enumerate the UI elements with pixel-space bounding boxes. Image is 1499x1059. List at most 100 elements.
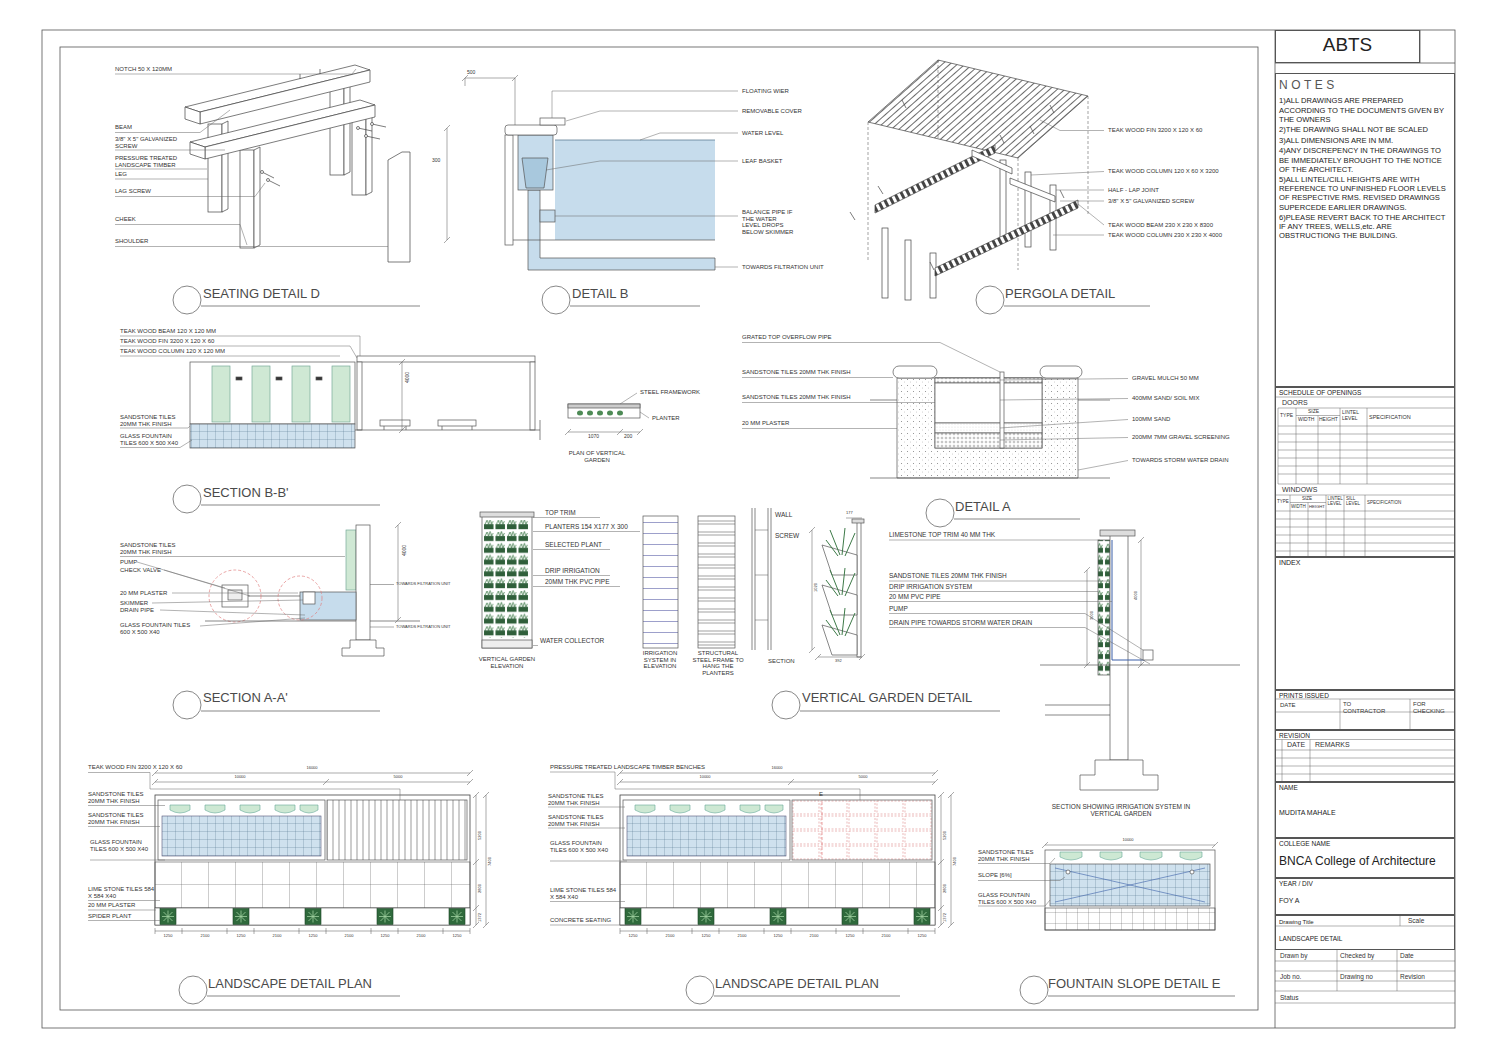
title-block-grid	[1275, 699, 1455, 730]
fountain-slope-detail	[1042, 842, 1218, 848]
dimension-text: 300	[432, 158, 440, 164]
section-bb	[380, 420, 410, 426]
dimension-text: 5200	[943, 831, 947, 840]
vertical-garden-detail	[1143, 650, 1153, 660]
section-bb	[236, 377, 242, 380]
planter-detail	[742, 402, 935, 403]
cell-text: LANDSCAPE DETAIL	[1279, 935, 1342, 942]
vertical-garden-detail	[889, 591, 1098, 592]
callout-label: SELECTED PLANT	[545, 541, 602, 548]
callout-label: HALF - LAP JOINT	[1108, 187, 1159, 194]
vertical-garden-detail	[533, 531, 640, 532]
fountain-slope-detail	[978, 842, 1218, 930]
dimension-text: 1250	[629, 934, 638, 938]
section-aa	[356, 525, 370, 640]
table-cell: Scale	[1408, 917, 1424, 924]
vertical-garden-detail	[822, 545, 857, 655]
callout-label: TEAK WOOD FIN 3200 X 120 X 60	[88, 764, 182, 771]
section-bb	[120, 336, 360, 448]
section-aa	[152, 600, 303, 603]
section-bb	[212, 366, 230, 422]
vertical-garden-detail	[533, 586, 620, 587]
view-title-markers	[686, 976, 714, 1004]
vertical-garden-detail	[889, 614, 1143, 651]
dimension-text: 2100	[882, 934, 891, 938]
table-cell: Date	[1400, 952, 1414, 959]
pergola-detail	[882, 228, 888, 298]
cell-heading: ABTS	[1276, 35, 1419, 56]
table-cell: HEIGHT	[1319, 417, 1338, 423]
vertical-garden-plan	[640, 412, 649, 418]
vertical-garden-detail	[1100, 530, 1135, 536]
planter-detail	[742, 343, 1128, 471]
dimension-text: 2100	[738, 934, 747, 938]
dimension-text: 2100	[201, 934, 210, 938]
callout-label: PRESSURE TREATED LANDSCAPE TIMBER	[115, 155, 190, 168]
skimmer-detail	[444, 75, 738, 270]
seating-detail	[115, 65, 410, 262]
planter-detail	[897, 378, 1078, 478]
landscape-plans	[88, 770, 954, 934]
title-block-grid	[1275, 740, 1455, 783]
dimension-text: 10000	[699, 775, 710, 779]
skimmer-detail	[640, 133, 738, 140]
section-bb	[120, 346, 357, 358]
callout-label: GLASS FOUNTAIN TILES 600 X 500 X40	[120, 433, 190, 446]
callout-label: STRUCTURAL STEEL FRAME TO HANG THE PLANT…	[688, 650, 748, 676]
dimension-text: 1250	[918, 934, 927, 938]
skimmer-detail	[540, 210, 555, 222]
dimension-text: 16000	[771, 766, 782, 770]
section-aa	[120, 522, 420, 656]
callout-label: CHECK VALVE	[120, 567, 161, 574]
planter-detail	[893, 366, 937, 378]
section-bb	[276, 377, 282, 380]
view-title: FOUNTAIN SLOPE DETAIL E	[1048, 977, 1220, 991]
dimension-text: 1250	[846, 934, 855, 938]
section-aa	[209, 570, 261, 622]
vertical-garden-plan	[620, 393, 649, 418]
seating-detail	[115, 150, 225, 151]
callout-label: TEAK WOOD BEAM 120 X 120 MM	[120, 328, 216, 335]
callout-label: BALANCE PIPE IF THE WATER LEVEL DROPS BE…	[742, 209, 794, 235]
view-title-markers	[173, 286, 201, 314]
title-box: ABTS	[1275, 30, 1420, 63]
view-title: PERGOLA DETAIL	[1005, 287, 1115, 301]
callout-label: TOP TRIM	[545, 509, 576, 516]
view-title-markers	[714, 996, 900, 997]
table-cell: FOR CHECKING	[1413, 701, 1453, 714]
callout-label: LEG	[115, 171, 127, 178]
dimension-text: 1250	[453, 934, 462, 938]
landscape-plans	[327, 800, 467, 860]
view-title: SECTION B-B'	[203, 486, 289, 500]
section-aa	[248, 596, 300, 597]
callout-label: 3/8" X 5" GALVANIZED SCREW	[1108, 198, 1194, 205]
callout-label: SANDSTONE TILES 20MM THK FINISH	[742, 394, 851, 401]
pergola-detail	[850, 60, 1104, 300]
cell-text: 5)ALL LINTEL/CILL HEIGHTS ARE WITH REFER…	[1279, 175, 1451, 211]
section-bb	[292, 366, 310, 422]
callout-label: SANDSTONE TILES 20MM THK FINISH	[548, 814, 618, 827]
cell-text: MUDITA MAHALE	[1279, 809, 1336, 817]
callout-label: FLOATING WIER	[742, 88, 789, 95]
skimmer-detail	[505, 135, 513, 245]
callout-label: SANDSTONE TILES 20MM THK FINISH	[889, 572, 1007, 579]
landscape-plans	[550, 861, 627, 862]
table-cell: WINDOWS	[1282, 486, 1317, 494]
callout-label: SANDSTONE TILES 20MM THK FINISH	[120, 542, 185, 555]
vertical-garden-detail	[533, 518, 1150, 665]
fountain-slope-detail	[1060, 852, 1202, 860]
skimmer-detail	[540, 118, 565, 125]
table-cell: REMARKS	[1315, 741, 1350, 749]
callout-label: DRAIN PIPE	[120, 607, 154, 614]
landscape-plans	[617, 770, 954, 934]
vertical-garden-plan	[568, 404, 640, 408]
dimension-text: 392	[835, 659, 842, 663]
pergola-detail	[1060, 201, 1104, 202]
view-title: SECTION A-A'	[203, 691, 288, 705]
cell-heading: SCHEDULE OF OPENINGS	[1279, 389, 1361, 396]
vertical-garden-plan	[617, 411, 623, 416]
dimension-text: 1250	[774, 934, 783, 938]
seating-detail	[371, 123, 374, 126]
landscape-plans	[548, 828, 625, 829]
vertical-garden-plan	[607, 411, 613, 416]
